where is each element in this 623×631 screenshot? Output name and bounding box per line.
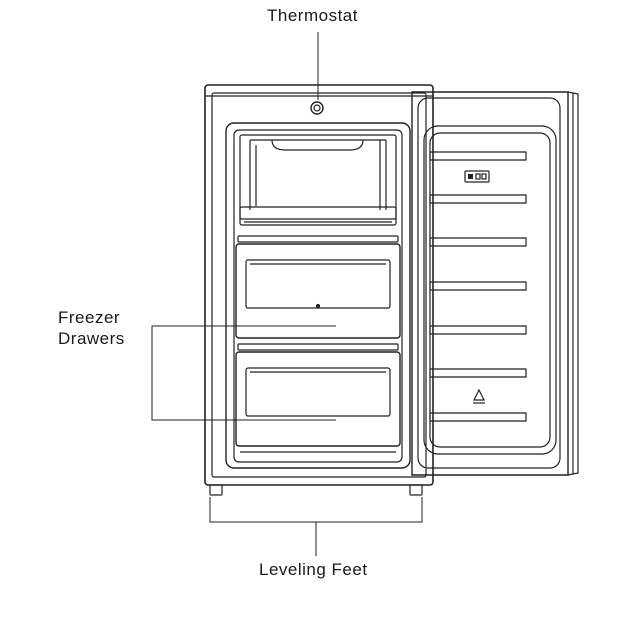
interior-liner (225, 122, 411, 469)
freezer-drawer-top (235, 235, 401, 339)
liner-outer (225, 122, 411, 469)
leveling-foot-right (409, 484, 423, 496)
freezer-drawer-bottom (235, 343, 401, 453)
freezer-drawers-label-line2: Drawers (58, 329, 125, 348)
thermostat-knob (310, 101, 324, 115)
callout-lines (151, 32, 423, 556)
thermostat-label: Thermostat (267, 6, 358, 25)
upper-compartment (239, 134, 397, 226)
cabinet-inner-frame (211, 92, 427, 478)
drawers-bracket (151, 325, 336, 421)
leveling-feet-label: Leveling Feet (259, 560, 368, 579)
door-shelves (429, 151, 527, 422)
feet-bracket (209, 497, 423, 523)
freezer-drawers-label-line1: Freezer (58, 308, 121, 327)
defrost-symbol-icon (473, 388, 485, 404)
open-door (411, 91, 579, 476)
freezer-drawers-label: Freezer Drawers (58, 307, 125, 349)
liner-inner (233, 129, 403, 463)
leveling-foot-left (209, 484, 223, 496)
door-control-panel (464, 170, 490, 183)
cabinet (204, 84, 434, 496)
cabinet-outline (204, 84, 434, 486)
